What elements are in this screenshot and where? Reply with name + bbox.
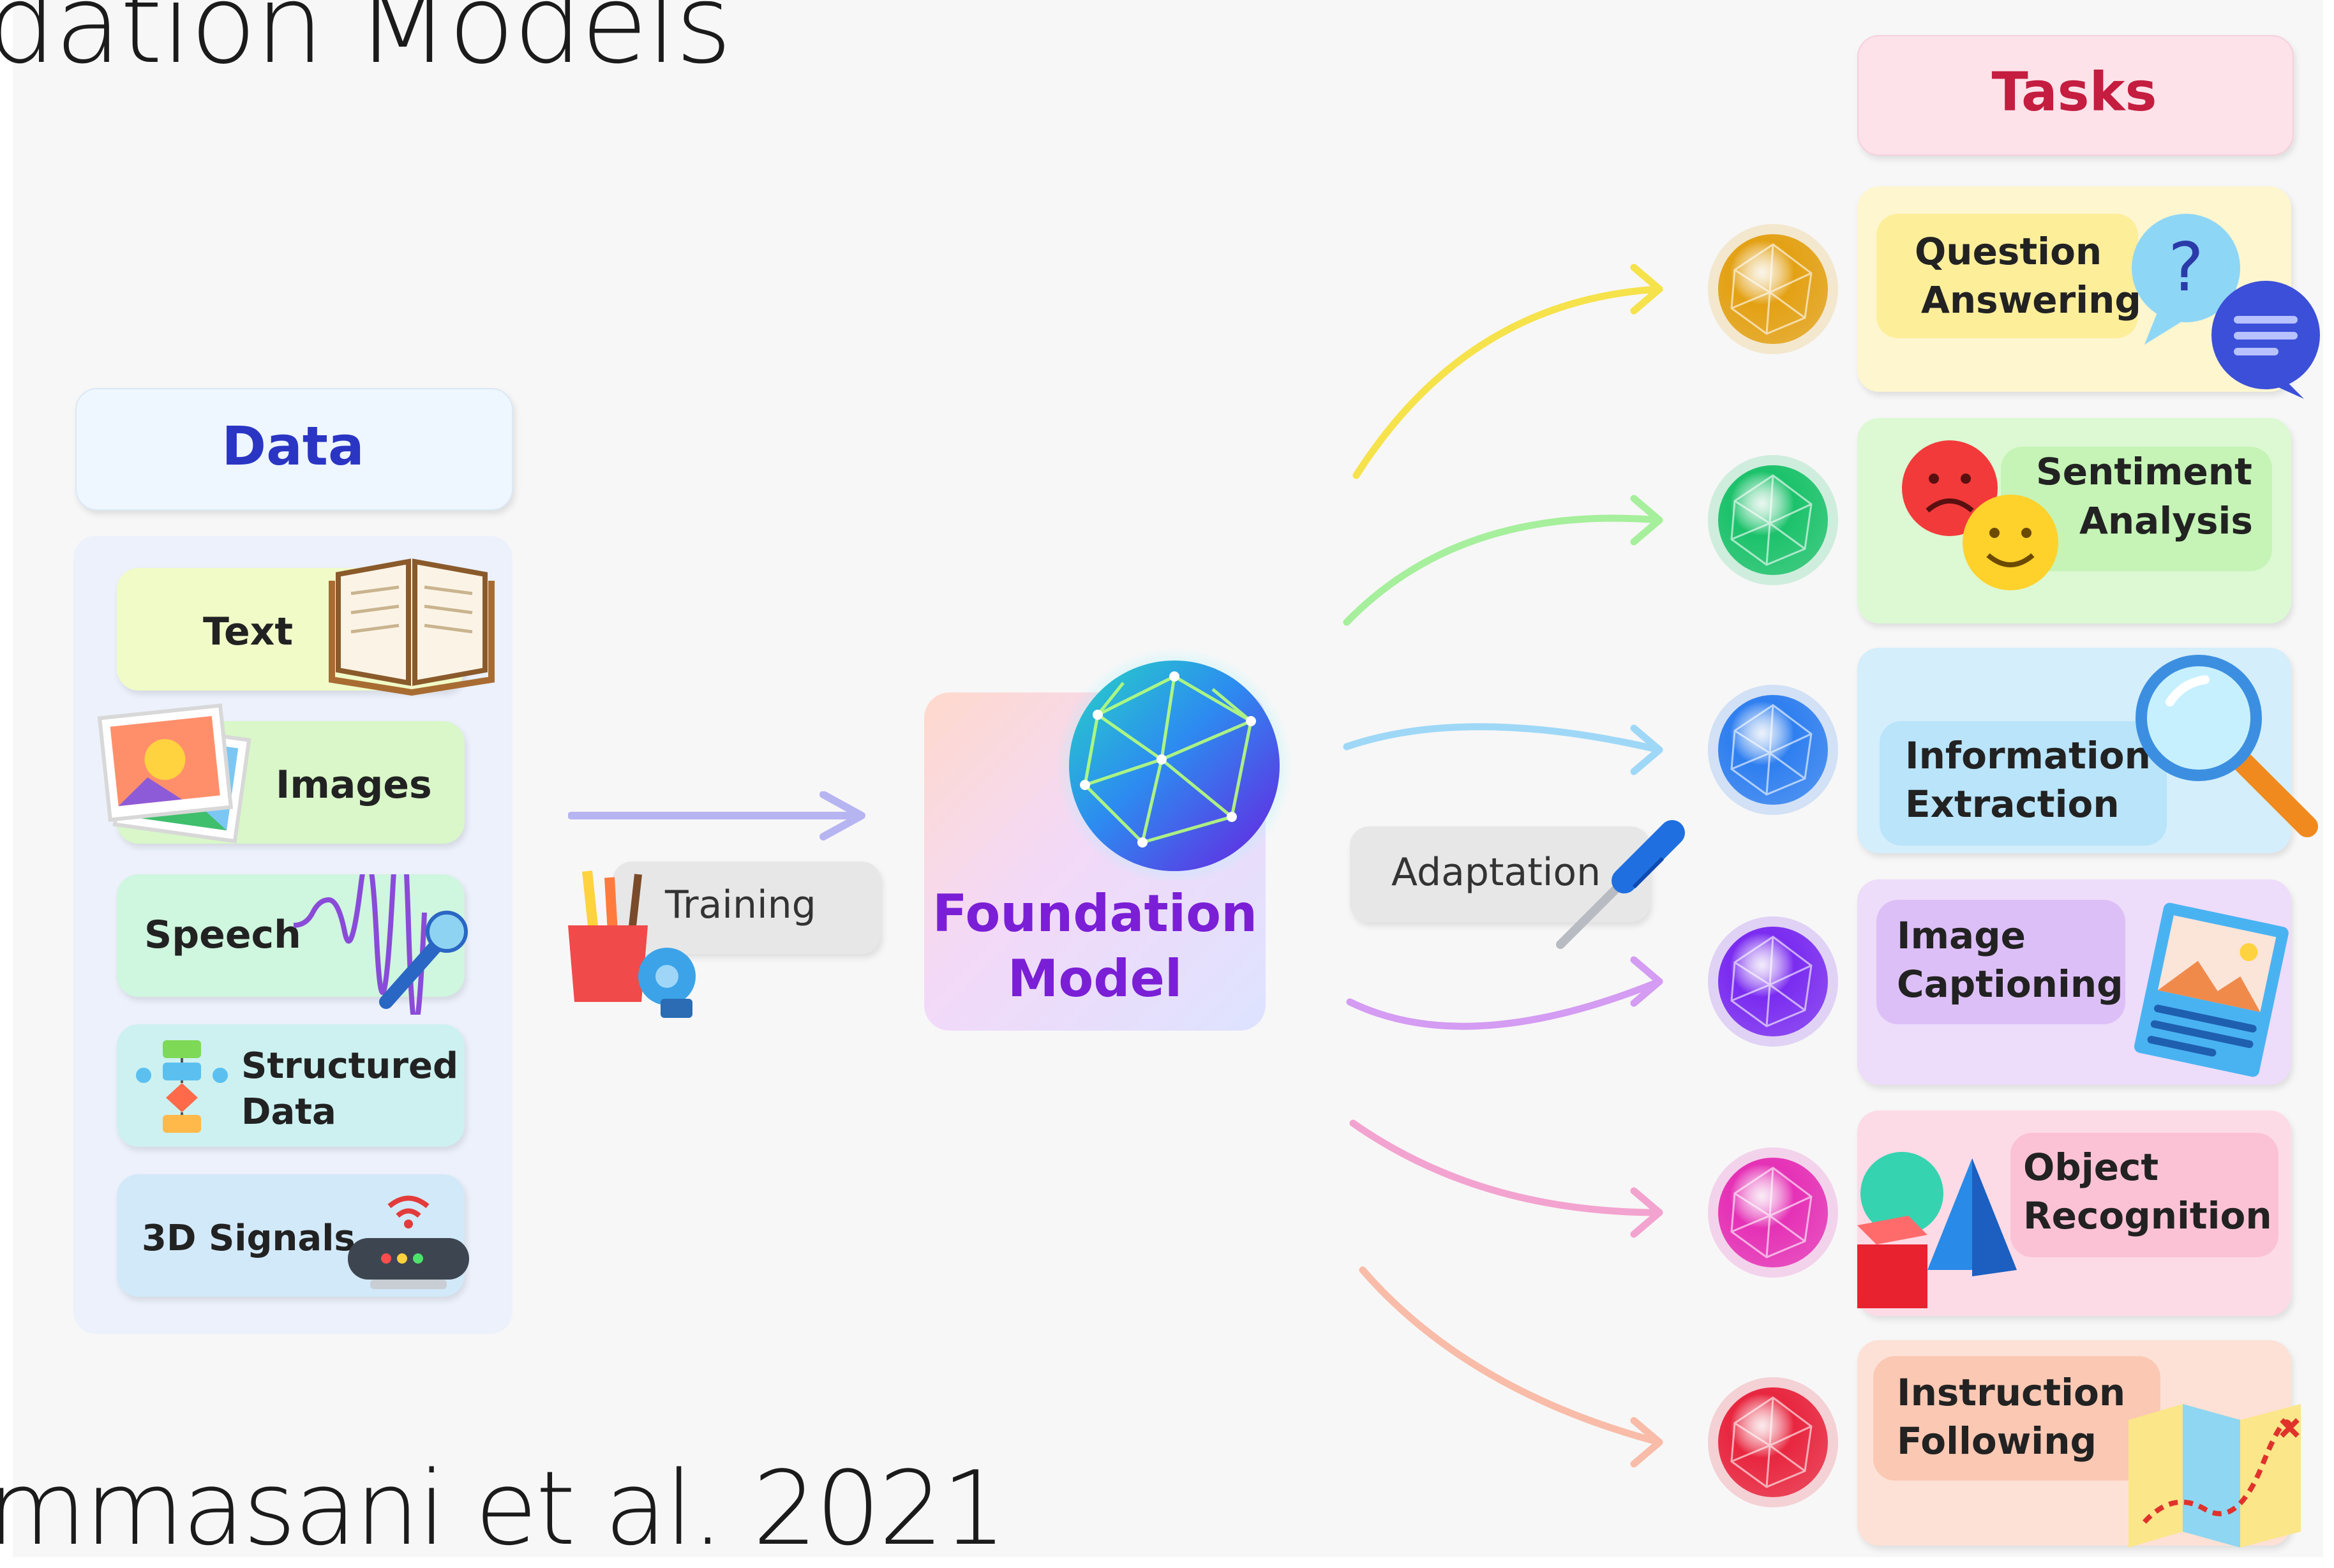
task-object-recognition-line1: Object [2023,1146,2159,1189]
data-item-structured-label-2: Data [241,1091,336,1133]
adaptation-label: Adaptation [1391,850,1601,895]
adaptation-arrow [1359,1266,1663,1446]
task-sentiment-analysis-line2: Analysis [2079,499,2253,542]
svg-text:?: ? [2168,228,2204,306]
adaptation-arrow [1343,723,1663,754]
3d-shapes-icon [1857,1152,2017,1308]
task-instruction-following-label-box [1873,1356,2160,1481]
adaptation-arrowhead [1630,956,1663,1007]
task-sphere-mesh [1730,243,1813,335]
task-image-captioning-label-box [1876,900,2125,1024]
adaptation-arrowhead [1630,495,1663,546]
task-object-recognition-line2: Recognition [2023,1194,2272,1237]
picture-card-icon [2134,902,2289,1077]
task-sphere-mesh [1730,1167,1813,1258]
task-object-recognition-label-box [2010,1133,2278,1257]
task-sphere-mesh [1730,1396,1813,1488]
task-information-extraction-label-box [1880,721,2167,846]
adaptation-arrowhead [1630,1187,1663,1238]
photo-icon [97,703,251,844]
foundation-model-line1: Foundation [932,884,1258,943]
task-image-captioning-line1: Image [1897,914,2026,957]
citation: mmasani et al. 2021 [0,1449,1006,1568]
data-item-structured-label-1: Structured [241,1045,459,1087]
adaptation-arrowhead [1630,264,1663,315]
task-image-captioning-line2: Captioning [1897,962,2123,1006]
adaptation-arrowhead [1630,724,1663,775]
training-box [613,862,881,954]
task-instruction-following-line1: Instruction [1897,1371,2126,1414]
task-sentiment-analysis-line1: Sentiment [2036,450,2252,493]
task-information-extraction-line2: Extraction [1905,782,2120,826]
router-icon [348,1195,469,1289]
data-header-box [75,388,513,511]
task-question-answering-line1: Question [1915,230,2102,273]
data-item-speech-label: Speech [144,913,301,957]
emoji-faces-icon [1902,440,2058,590]
foundation-model-line2: Model [1007,949,1183,1008]
adaptation-arrow [1352,285,1663,479]
adaptation-arrow [1346,978,1663,1030]
task-information-extraction-line1: Information [1905,734,2151,777]
adaptation-arrow [1349,1119,1663,1216]
data-item-images-label: Images [276,763,432,807]
task-instruction-following-line2: Following [1897,1419,2097,1463]
treasure-map-icon [2128,1404,2301,1548]
training-label: Training [665,883,816,927]
slide-title: dation Models [0,0,732,88]
data-item-text-label: Text [203,609,294,654]
adaptation-arrowhead [1630,1417,1663,1468]
tasks-header: Tasks [1991,61,2157,123]
data-item-3d-signals-label: 3D Signals [142,1218,355,1259]
speech-bubbles-icon: ? [2132,214,2320,399]
task-sphere-mesh [1730,704,1813,796]
open-book-icon [329,558,495,696]
neural-globe-icon [1056,648,1292,881]
magnifier-icon [2136,655,2318,837]
pencil-cup-icon [568,870,696,1018]
task-sphere-mesh [1730,936,1813,1027]
training-arrow [568,791,865,840]
task-question-answering-label-box [1876,214,2138,338]
task-sphere-mesh [1730,474,1813,566]
task-question-answering-line2: Answering [1921,278,2141,322]
tasks-header-box [1857,35,2294,156]
adaptation-arrow [1343,514,1663,626]
microphone-wave-icon [293,874,468,1015]
screwdriver-icon [1556,820,1685,949]
data-header: Data [221,415,364,477]
flowchart-icon [136,1040,228,1133]
